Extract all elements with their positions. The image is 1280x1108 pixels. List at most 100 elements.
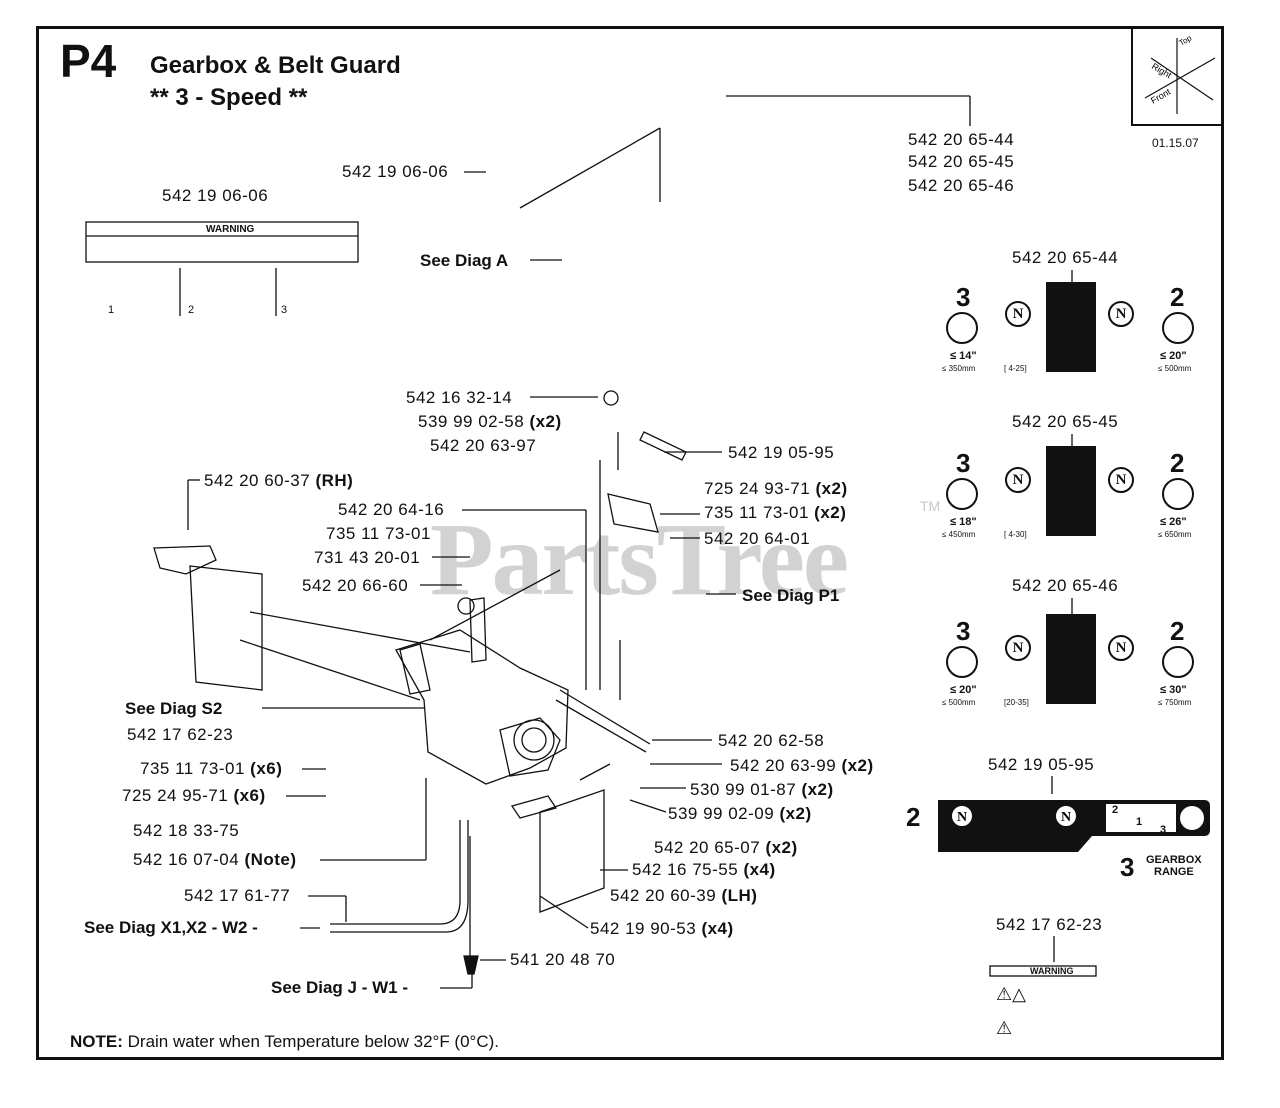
warning-triangle-icon: ⚠ [996,1018,1013,1038]
right-mm: ≤ 650mm [1158,530,1192,539]
shaft-code: 542 20 62-58 [718,731,825,750]
gearbox-decal-warning: WARNING [1030,966,1074,976]
shift-arm-code: 542 20 64-16 [338,500,445,519]
range-small-2: 2 [1112,804,1119,816]
gauge-icon [1162,646,1194,678]
gauge-icon [946,478,978,510]
range-small-1: 1 [1136,816,1143,828]
speed-decal-code: 542 20 65-45 [1012,412,1119,431]
see-diag-j-link[interactable]: See Diag J - W1 - [271,978,408,997]
neutral-icon: N [1005,635,1031,661]
left-mm: ≤ 350mm [942,364,976,373]
mid-range: [ 4-25] [1004,364,1027,373]
decal-panel [1046,614,1096,704]
range-decal-panel: N N [938,800,1210,852]
gauge-icon [946,312,978,344]
handle-code-3: 542 20 65-46 [908,176,1015,195]
right-limit: ≤ 20" [1160,350,1187,362]
neutral-icon: N [1005,467,1031,493]
guard-lh-code: 542 20 60-39 (LH) [610,886,758,905]
gearbox-decal-code: 542 17 62-23 [996,915,1103,934]
gauge-icon [946,646,978,678]
decal-panel [1046,282,1096,372]
gearbox-label: GEARBOX [1146,854,1202,866]
bushing-code: 542 20 63-99 (x2) [730,756,874,775]
bracket-code: 542 20 64-01 [704,529,811,548]
right-limit: ≤ 26" [1160,516,1187,528]
cap-code: 542 16 32-14 [406,388,513,407]
decal-code-top: 542 19 06-06 [162,186,269,205]
warning-decal-1: 1 [108,304,115,316]
gauge-icon [1162,312,1194,344]
neutral-icon: N [1108,635,1134,661]
bolt-725-code: 725 24 93-71 (x2) [704,479,848,498]
left-limit: ≤ 18" [950,516,977,528]
neutral-icon: N [1108,467,1134,493]
range-decal-code: 542 19 05-95 [988,755,1095,774]
left-num: 3 [956,616,971,646]
handle-code-2: 542 20 65-45 [908,152,1015,171]
guard-rh-code: 542 20 60-37 (RH) [204,471,354,490]
speed-decal-code: 542 20 65-44 [1012,248,1119,267]
right-num: 2 [1170,282,1185,312]
see-diag-s2-link[interactable]: See Diag S2 [125,699,223,718]
handle-decal-code: 542 19 05-95 [728,443,835,462]
plug-code: 542 16 07-04 (Note) [133,850,297,869]
left-limit: ≤ 14" [950,350,977,362]
fitting-code: 542 18 33-75 [133,821,240,840]
screw-19-code: 542 19 90-53 (x4) [590,919,734,938]
nozzle-code: 541 20 48 70 [510,950,616,969]
drain-note: NOTE: Drain water when Temperature below… [70,1032,500,1051]
right-mm: ≤ 500mm [1158,364,1192,373]
diagram-frame [36,26,1224,1060]
right-limit: ≤ 30" [1160,684,1187,696]
bolt-x6-code: 725 24 95-71 (x6) [122,786,266,805]
left-mm: ≤ 500mm [942,698,976,707]
left-num: 3 [956,282,971,312]
pin-539-code: 539 99 02-09 (x2) [668,804,812,823]
knob-code: 542 20 66-60 [302,576,409,595]
revision-date: 01.15.07 [1152,136,1199,150]
range-bottom-num: 3 [1120,852,1135,882]
right-mm: ≤ 750mm [1158,698,1192,707]
spacer-code: 542 20 65-07 (x2) [654,838,798,857]
orientation-indicator: Top Right Front [1131,28,1223,126]
page-title: Gearbox & Belt Guard [150,52,401,79]
neutral-icon: N [1108,301,1134,327]
speed-decal-code: 542 20 65-46 [1012,576,1119,595]
range-left-num: 2 [906,802,921,832]
left-mm: ≤ 450mm [942,530,976,539]
warning-decal-title: WARNING [206,224,255,235]
decal-code-line: 542 19 06-06 [342,162,449,181]
screw-x4-code: 542 16 75-55 (x4) [632,860,776,879]
watermark: PartsTree [430,502,849,617]
warning-triangle-icon: ⚠△ [996,984,1026,1004]
range-small-3: 3 [1160,824,1167,836]
washer-530-code: 530 99 01-87 (x2) [690,780,834,799]
svg-text:N: N [957,810,967,825]
mid-range: [ 4-30] [1004,530,1027,539]
warning-decal-2: 2 [188,304,195,316]
warning-decal-3: 3 [281,304,288,316]
page-id: P4 [60,35,117,87]
page-subtitle: ** 3 - Speed ** [150,84,308,111]
neutral-icon: N [1005,301,1031,327]
nut-x6-code: 735 11 73-01 (x6) [140,759,283,778]
gauge-icon [1162,478,1194,510]
right-num: 2 [1170,448,1185,478]
left-num: 3 [956,448,971,478]
see-diag-a-link[interactable]: See Diag A [420,251,509,270]
handle-code-1: 542 20 65-44 [908,130,1015,149]
nut-735-code: 735 11 73-01 (x2) [704,503,847,522]
see-diag-x-link[interactable]: See Diag X1,X2 - W2 - [84,918,258,937]
nut-735-single-code: 735 11 73-01 [326,524,431,543]
rod-code: 542 20 63-97 [430,436,537,455]
washer-731-code: 731 43 20-01 [314,548,421,567]
range-label: RANGE [1154,866,1194,878]
see-diag-p1-link[interactable]: See Diag P1 [742,586,840,605]
hose-code: 542 17 61-77 [184,886,291,905]
decal-panel [1046,446,1096,536]
mid-range: [20-35] [1004,698,1029,707]
watermark-tm: TM [920,498,941,514]
svg-text:N: N [1061,810,1071,825]
